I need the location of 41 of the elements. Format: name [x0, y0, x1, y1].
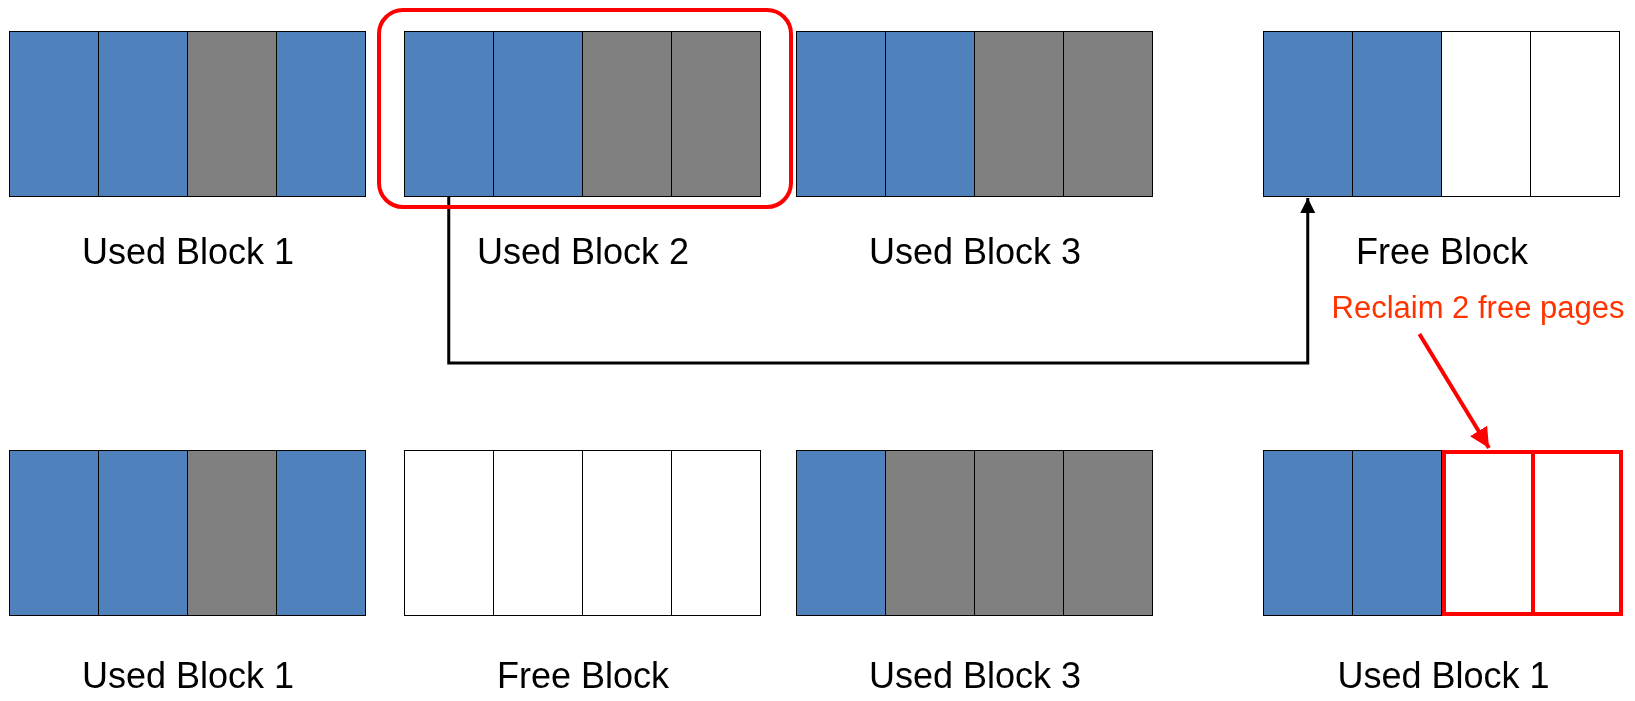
- page-cell: [1262, 31, 1353, 197]
- page-cell: [670, 31, 761, 197]
- block-label: Free Block: [1355, 232, 1529, 272]
- page-cell: [1529, 31, 1620, 197]
- page-cell: [1262, 450, 1353, 616]
- block-label: Used Block 1: [81, 232, 295, 272]
- block-label: Used Block 1: [81, 656, 295, 696]
- block-label: Free Block: [496, 656, 670, 696]
- block-label: Used Block 2: [476, 232, 690, 272]
- page-cell: [275, 450, 366, 616]
- page-cell: [1062, 450, 1153, 616]
- page-cell: [1351, 450, 1442, 616]
- page-cell: [97, 450, 188, 616]
- page-cell: [186, 450, 277, 616]
- block-label: Used Block 1: [1337, 656, 1550, 696]
- block-label: Used Block 3: [868, 232, 1082, 272]
- page-cell: [581, 450, 672, 616]
- page-cell: [795, 450, 886, 616]
- page-cell: [492, 31, 583, 197]
- page-cell: [8, 31, 99, 197]
- page-cell: [795, 31, 886, 197]
- page-cell: [1440, 31, 1531, 197]
- page-cell: [275, 31, 366, 197]
- page-cell: [403, 31, 494, 197]
- page-cell: [973, 31, 1064, 197]
- page-cell: [8, 450, 99, 616]
- page-cell: [403, 450, 494, 616]
- highlight-frame: [1442, 450, 1623, 616]
- page-cell: [492, 450, 583, 616]
- block-label: Used Block 3: [868, 656, 1082, 696]
- page-cell: [581, 31, 672, 197]
- arrow: [1417, 332, 1491, 450]
- page-cell: [186, 31, 277, 197]
- page-cell: [1351, 31, 1442, 197]
- arrow: [447, 197, 1316, 365]
- page-cell: [884, 31, 975, 197]
- page-cell: [884, 450, 975, 616]
- page-cell: [1062, 31, 1153, 197]
- page-cell: [670, 450, 761, 616]
- page-cell: [97, 31, 188, 197]
- page-cell: [973, 450, 1064, 616]
